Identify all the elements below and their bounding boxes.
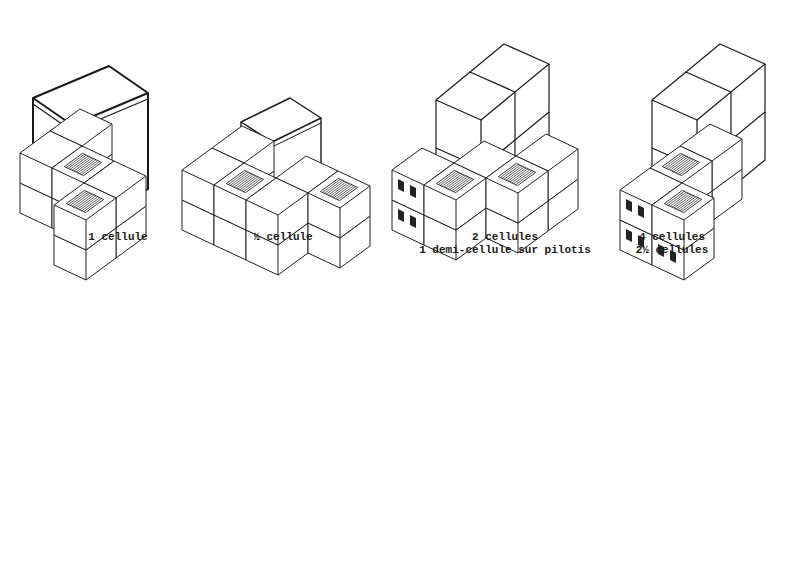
figure-label: 1 demi-cellule sur pilotis xyxy=(391,244,619,257)
figure-label: 4 cellules xyxy=(558,231,786,244)
figure-label: 2 cellules xyxy=(391,231,619,244)
assembly-one xyxy=(20,109,146,280)
figure-label: 1 cellule xyxy=(4,231,232,244)
figure-label: 2½ cellules xyxy=(558,244,786,257)
figure-label: ½ cellule xyxy=(169,231,397,244)
assembly-two xyxy=(182,126,370,275)
assembly-four xyxy=(620,124,742,280)
